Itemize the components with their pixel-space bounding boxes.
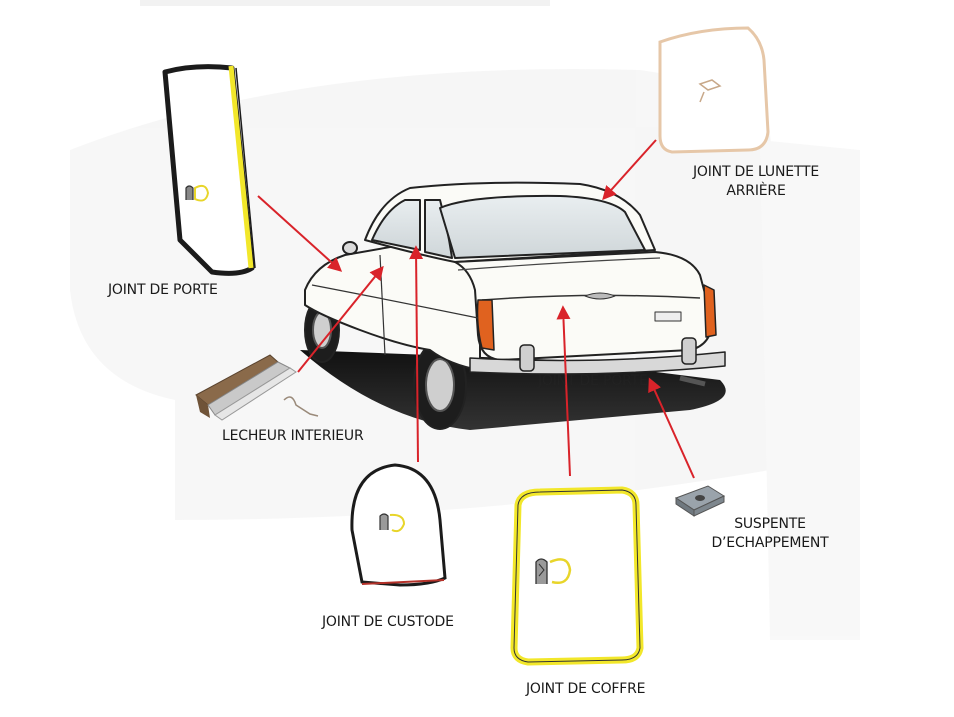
label-joint-de-lunette: JOINT DE LUNETTE ARRIÈRE bbox=[676, 163, 836, 201]
label-joint-de-coffre: JOINT DE COFFRE bbox=[526, 680, 646, 699]
label-joint-de-porte: JOINT DE PORTE bbox=[108, 281, 218, 300]
arrow-trunk-seal bbox=[556, 305, 571, 477]
exhaust-hanger-part bbox=[674, 485, 726, 517]
label-lecheur-interieur: LECHEUR INTERIEUR bbox=[222, 427, 364, 446]
label-suspente-line1: SUSPENTE bbox=[734, 516, 806, 532]
arrow-quarter-window bbox=[409, 245, 424, 463]
label-joint-de-lunette-line2: ARRIÈRE bbox=[726, 183, 786, 199]
label-joint-de-porte-text: JOINT DE PORTE bbox=[108, 282, 218, 298]
arrows bbox=[257, 139, 695, 479]
label-suspente-echappement: SUSPENTE D’ECHAPPEMENT bbox=[700, 515, 840, 553]
arrow-lecheur bbox=[297, 265, 384, 373]
label-lecheur-text: LECHEUR INTERIEUR bbox=[222, 428, 364, 444]
trunk-seal-part bbox=[510, 486, 644, 666]
quarter-window-seal-part bbox=[350, 463, 447, 587]
label-joint-de-lunette-line1: JOINT DE LUNETTE bbox=[693, 164, 819, 180]
seal-profile-icon bbox=[185, 184, 210, 202]
label-joint-de-custode: JOINT DE CUSTODE bbox=[322, 613, 454, 632]
lecheur-part bbox=[195, 354, 319, 421]
rear-window-seal-part bbox=[658, 26, 770, 154]
ghost-watermark-text: JOINT DE PORTE bbox=[538, 372, 648, 391]
door-seal-part bbox=[162, 64, 256, 276]
seal-profile-icon bbox=[379, 513, 406, 533]
ghost-text: JOINT DE PORTE bbox=[538, 373, 648, 389]
arrow-exhaust-hanger bbox=[648, 377, 695, 479]
label-joint-de-custode-text: JOINT DE CUSTODE bbox=[322, 614, 454, 630]
label-suspente-line2: D’ECHAPPEMENT bbox=[711, 535, 829, 551]
label-joint-de-coffre-text: JOINT DE COFFRE bbox=[526, 681, 646, 697]
car-illustration bbox=[300, 181, 726, 430]
arrow-door-seal bbox=[257, 195, 343, 272]
seal-profile-icon bbox=[535, 558, 572, 584]
arrow-rear-window bbox=[602, 139, 657, 201]
